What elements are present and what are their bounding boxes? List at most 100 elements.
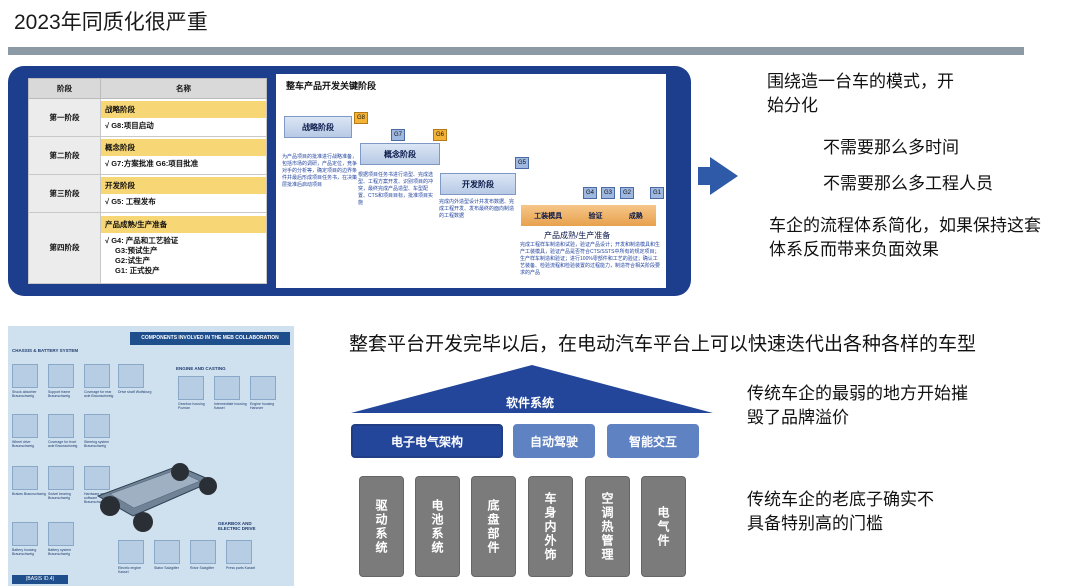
meb-section-chassis: CHASSIS & BATTERY SYSTEM — [12, 348, 79, 353]
text-divergence: 围绕造一台车的模式，开始分化 — [767, 72, 954, 115]
final-stage-bar: 工装模具 验证 成熟 — [521, 205, 656, 226]
gate-g1: G1 — [650, 187, 664, 199]
part-tile — [12, 364, 38, 388]
text-process-simplified: 车企的流程体系简化，如果保持这套体系反而带来负面效果 — [769, 216, 1041, 259]
meb-basis-label: (BASIS ID.4) — [12, 575, 68, 584]
part-tile — [118, 364, 144, 388]
part-tile — [214, 376, 240, 400]
table-row: 第四阶段 产品成熟/生产准备 √ G4: 产品和工艺验证 G3:预试生产 G2:… — [28, 211, 267, 285]
phase-line: G3:预试生产 — [115, 246, 158, 256]
final-step-tooling: 工装模具 — [534, 212, 563, 220]
phase-cell: 第二阶段 — [28, 135, 101, 175]
part-label: Brakes Braunschweig — [12, 492, 46, 496]
page-title: 2023年同质化很严重 — [14, 11, 208, 34]
box-smart-interaction: 智能交互 — [607, 424, 699, 458]
pillar-body-trim: 车身内外饰 — [528, 476, 573, 577]
table-row: 第一阶段 战略阶段 √ G8:项目启动 — [28, 98, 267, 137]
phase-head: 产品成熟/生产准备 — [101, 216, 266, 234]
part-tile — [84, 364, 110, 388]
part-tile — [250, 376, 276, 400]
phase-line: √ G8:项目启动 — [105, 120, 154, 130]
part-label: Support frame Braunschweig — [48, 390, 71, 398]
roof-label-software: 软件系统 — [505, 396, 554, 410]
phase-line: √ G7:方案批准 G6:项目批准 — [105, 158, 199, 168]
part-tile — [48, 414, 74, 438]
note-strategy: 为产品项目的批准进行战略准备，包括市场的调研，产品定位，竞争对手的分析等，确定项… — [282, 154, 358, 188]
part-label: Engine housing Hanover — [250, 402, 275, 410]
meb-section-gearbox: GEARBOX AND ELECTRIC DRIVE — [218, 521, 256, 531]
text-low-barrier: 传统车企的老底子确实不具备特别高的门槛 — [747, 490, 934, 533]
part-tile — [226, 540, 252, 564]
note-final: 完成工程样车制造和试验，验证产品设计；开发和制造模具和生产工装模具，验证产品是否… — [520, 242, 661, 276]
phase-cell: 第三阶段 — [28, 173, 101, 213]
part-label: Battery system Braunschweig — [48, 548, 72, 556]
part-label: Wheel drive Braunschweig — [12, 440, 34, 448]
meb-components-image: COMPONENTS INVOLVED IN THE MEB COLLABORA… — [8, 326, 294, 586]
meb-header: COMPONENTS INVOLVED IN THE MEB COLLABORA… — [130, 332, 290, 345]
meb-section-engine: ENGINE AND CASTING — [176, 366, 226, 371]
part-tile — [118, 540, 144, 564]
text-brand-premium: 传统车企的最弱的地方开始摧毁了品牌溢价 — [747, 384, 968, 427]
final-stage-label: 产品成熟/生产准备 — [544, 231, 611, 240]
gate-g4: G4 — [583, 187, 597, 199]
text-less-time: 不需要那么多时间 — [823, 138, 959, 157]
gate-g8: G8 — [354, 112, 368, 124]
table-row: 第三阶段 开发阶段 √ G5: 工程发布 — [28, 173, 267, 213]
part-label: Electric engine Kassel — [118, 566, 141, 574]
phase-cell: 第一阶段 — [28, 98, 101, 137]
gate-g6: G6 — [433, 129, 447, 141]
part-label: Coverage for front axle Braunschweig — [48, 440, 78, 448]
final-step-maturity: 成熟 — [628, 212, 643, 220]
note-concept: 根据项目任务书进行造型、完成选型、工程方案开发、识别项目的冲突，最终完成产品造型… — [358, 172, 434, 206]
final-step-validation: 验证 — [588, 212, 603, 220]
part-tile — [84, 414, 110, 438]
arrow-right-icon — [698, 157, 738, 195]
phase-head: 战略阶段 — [101, 100, 266, 118]
part-label: Press parts Kassel — [226, 566, 256, 570]
part-label: Rotor Salzgitter — [190, 566, 215, 570]
gate-g3: G3 — [601, 187, 615, 199]
gate-g5: G5 — [515, 157, 529, 169]
part-tile — [84, 466, 110, 490]
pillar-electrical: 电气件 — [641, 476, 686, 577]
phase-cell: 第四阶段 — [28, 211, 101, 285]
phase-line: √ G5: 工程发布 — [105, 196, 156, 206]
part-label: Hardware and software Braunschweig — [84, 492, 106, 504]
process-diagram: 整车产品开发关键阶段 战略阶段 G8 概念阶段 G7 G6 开发阶段 G5 G4… — [276, 74, 666, 288]
pillar-battery-system: 电池系统 — [415, 476, 460, 577]
phase-line: √ G4: 产品和工艺验证 — [105, 236, 179, 246]
part-tile — [48, 522, 74, 546]
ev-platform-chassis-image — [96, 463, 217, 532]
part-label: Battery housing Braunschweig — [12, 548, 37, 556]
part-tile — [12, 414, 38, 438]
phase-head: 开发阶段 — [101, 176, 266, 194]
part-label: Drive shaft Wolfsburg — [118, 390, 152, 394]
text-less-engineers: 不需要那么多工程人员 — [823, 174, 993, 193]
process-title: 整车产品开发关键阶段 — [286, 81, 377, 91]
part-tile — [48, 466, 74, 490]
table-header-name: 名称 — [100, 78, 267, 99]
box-autonomous-driving: 自动驾驶 — [513, 424, 595, 458]
pillar-chassis-parts: 底盘部件 — [471, 476, 516, 577]
software-system-roof — [351, 365, 713, 413]
pillar-drive-system: 驱动系统 — [359, 476, 404, 577]
gate-g2: G2 — [620, 187, 634, 199]
platform-headline: 整套平台开发完毕以后，在电动汽车平台上可以快速迭代出各种各样的车型 — [349, 334, 977, 355]
stage-table: 阶段 名称 第一阶段 战略阶段 √ G8:项目启动 第二阶段 概念阶段 √ G7… — [28, 78, 267, 285]
part-label: Shock absorber Braunschweig — [12, 390, 37, 398]
box-ee-architecture: 电子电气架构 — [351, 424, 503, 458]
phase-line: G1: 正式投产 — [115, 266, 160, 276]
pillar-thermal: 空调热管理 — [585, 476, 630, 577]
part-tile — [48, 364, 74, 388]
part-label: Swivel bearing Braunschweig — [48, 492, 71, 500]
part-tile — [154, 540, 180, 564]
part-label: Gearbox housing Poznan — [178, 402, 205, 410]
step-development: 开发阶段 — [440, 173, 516, 195]
part-label: Intermediate housing Kassel — [214, 402, 247, 410]
part-tile — [190, 540, 216, 564]
table-row: 第二阶段 概念阶段 √ G7:方案批准 G6:项目批准 — [28, 135, 267, 175]
phase-head: 概念阶段 — [101, 138, 266, 156]
part-tile — [12, 522, 38, 546]
note-development: 完成内外造型设计并发布数据、完成工程开发、发布最终的面向制造的工程数据 — [439, 199, 515, 219]
part-tile — [178, 376, 204, 400]
